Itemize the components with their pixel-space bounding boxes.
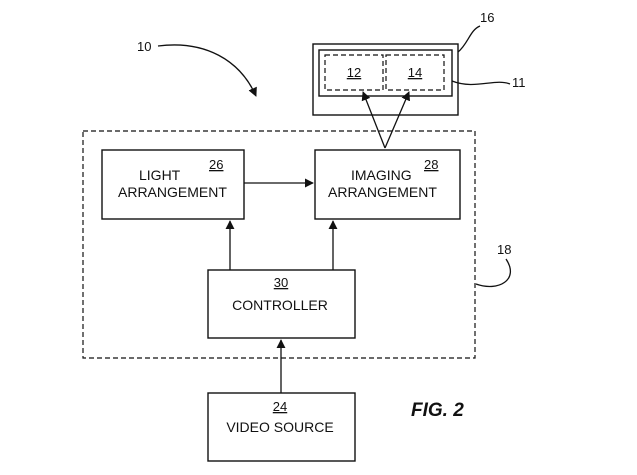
ref-label-14: 14 xyxy=(408,65,422,80)
imaging-arrangement-line2: ARRANGEMENT xyxy=(328,184,437,200)
controller-box xyxy=(207,269,356,339)
light-arrangement-line2: ARRANGEMENT xyxy=(118,184,227,200)
ref-label-26: 26 xyxy=(209,157,223,172)
projection-arrow-12 xyxy=(361,91,386,149)
video-source-label: VIDEO SOURCE xyxy=(226,419,333,435)
light-arrangement-box xyxy=(101,149,245,220)
ref-label-28: 28 xyxy=(424,157,438,172)
sub-image-14-box xyxy=(385,54,445,91)
ref-label-12: 12 xyxy=(347,65,361,80)
sub-image-12-box xyxy=(324,54,384,91)
ref-label-11: 11 xyxy=(512,75,526,90)
video-source-box xyxy=(207,392,356,462)
system-dashed-enclosure xyxy=(82,130,476,359)
controller-label: CONTROLLER xyxy=(232,297,328,313)
figure-label: FIG. 2 xyxy=(411,400,464,421)
ref-label-30: 30 xyxy=(274,275,288,290)
ref-label-10: 10 xyxy=(137,39,151,54)
imaging-arrangement-box xyxy=(314,149,461,220)
ref-label-24: 24 xyxy=(273,399,287,414)
ref-label-18: 18 xyxy=(497,242,511,257)
ref-18-leader xyxy=(475,258,512,288)
projection-arrow-14 xyxy=(384,91,410,149)
imaging-arrangement-line1: IMAGING xyxy=(351,167,412,183)
ref-10-arrow xyxy=(157,44,257,97)
ref-11-leader xyxy=(451,80,511,86)
ref-label-16: 16 xyxy=(480,10,494,25)
ref-16-leader xyxy=(457,25,481,53)
light-arrangement-line1: LIGHT xyxy=(139,167,181,183)
